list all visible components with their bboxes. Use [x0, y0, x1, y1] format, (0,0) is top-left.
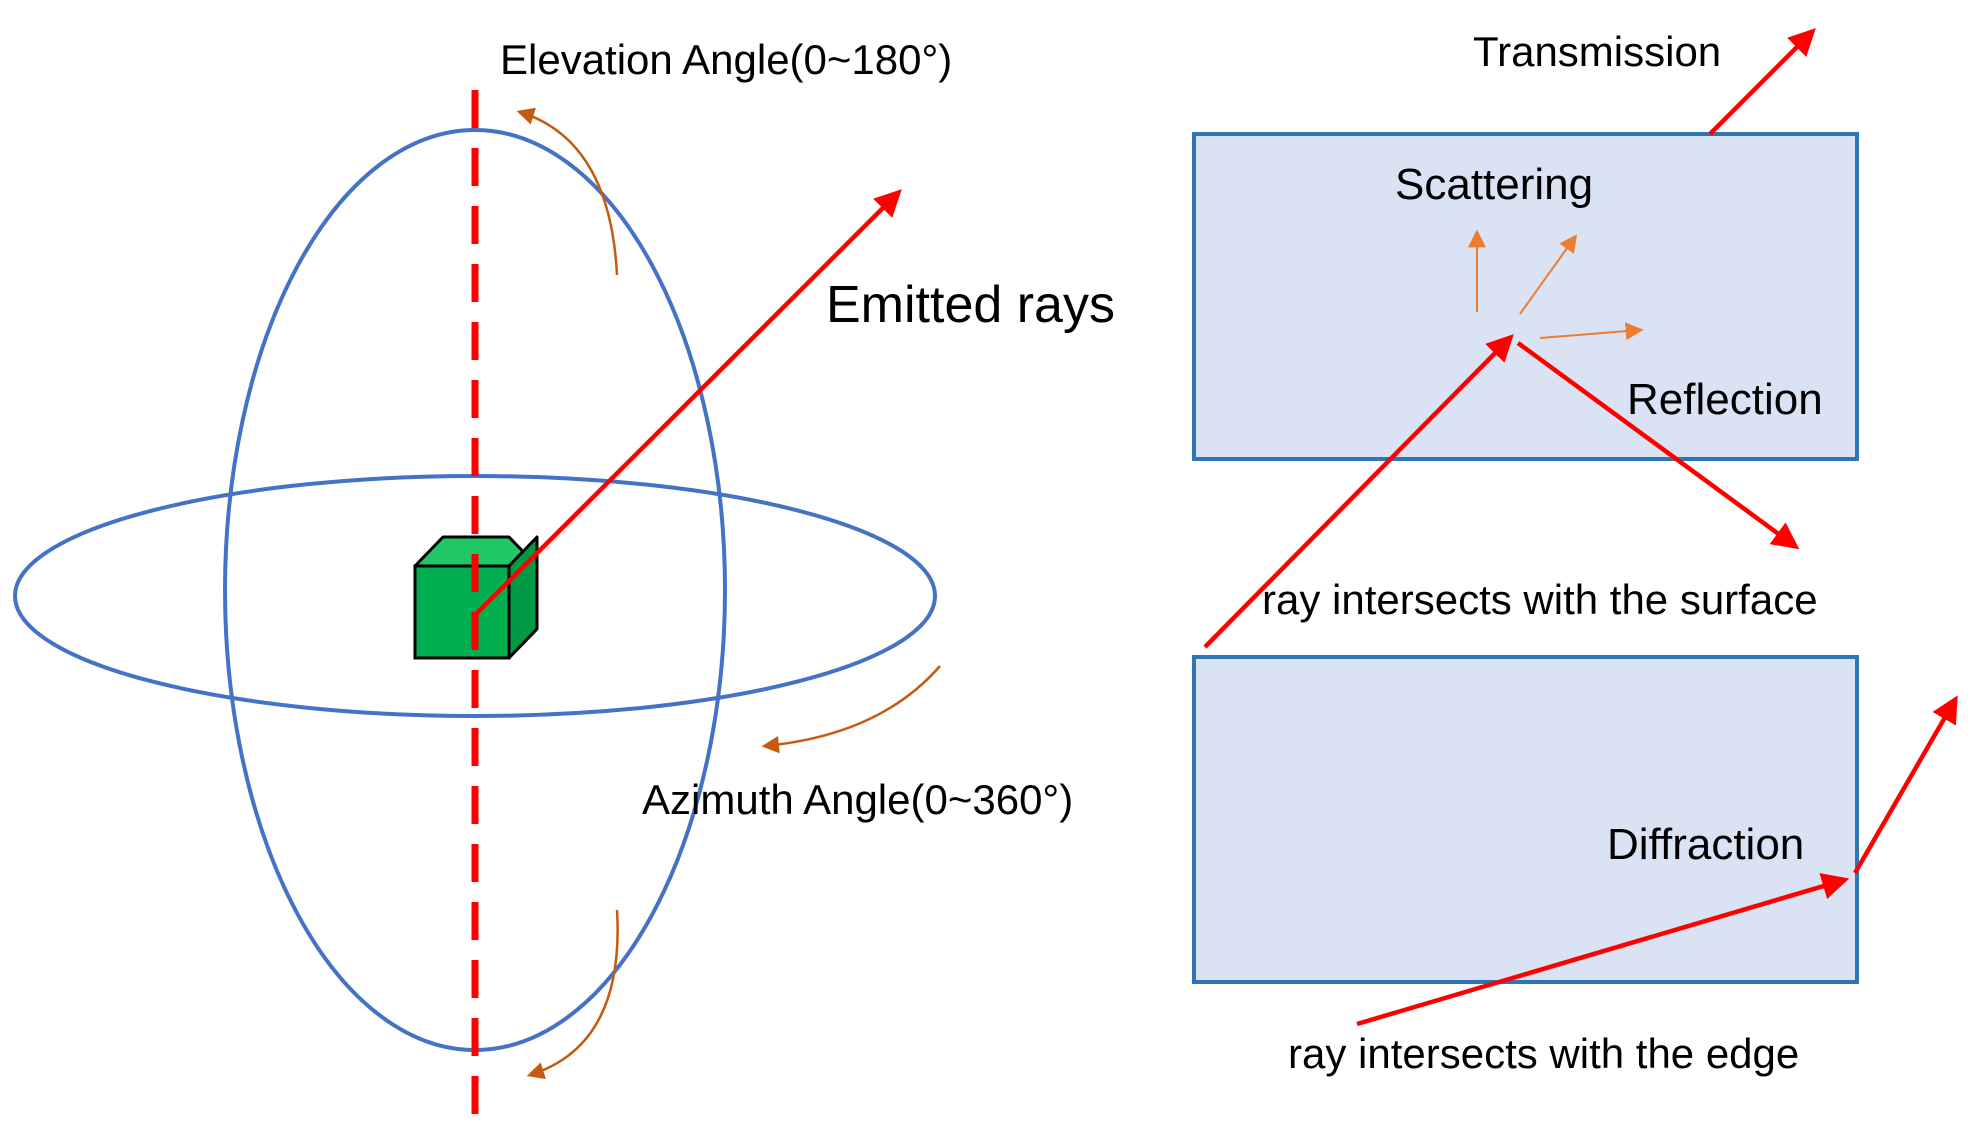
- reflection-label: Reflection: [1627, 375, 1823, 424]
- edge-caption-label: ray intersects with the edge: [1288, 1030, 1800, 1077]
- transmission-label: Transmission: [1473, 28, 1722, 75]
- incident-ray-surface-arrow: [1203, 334, 1514, 649]
- scatter-arrow-right: [1539, 322, 1644, 341]
- elevation-rotation-arrow: [516, 107, 619, 276]
- emitted-ray-arrow: [473, 189, 902, 617]
- incident-ray-edge-arrow: [1356, 873, 1850, 1027]
- surface-caption-label: ray intersects with the surface: [1262, 576, 1818, 623]
- azimuth-angle-label: Azimuth Angle(0~360°): [642, 776, 1074, 823]
- emitted-rays-label: Emitted rays: [826, 276, 1115, 334]
- elevation-angle-label: Elevation Angle(0~180°): [500, 36, 953, 83]
- scattering-label: Scattering: [1395, 160, 1594, 209]
- elevation-rotation-arrow-bottom: [526, 909, 619, 1080]
- diffraction-label: Diffraction: [1607, 820, 1805, 869]
- edge-box: [1192, 655, 1859, 984]
- surface-box: [1192, 132, 1859, 461]
- azimuth-rotation-arrow: [761, 665, 941, 754]
- reflection-ray-arrow: [1516, 341, 1800, 550]
- transmission-ray-arrow: [1708, 28, 1816, 136]
- scatter-arrow-diagonal: [1519, 234, 1578, 315]
- transmitter-cube: [413, 535, 539, 660]
- diffracted-ray-arrow: [1853, 695, 1958, 875]
